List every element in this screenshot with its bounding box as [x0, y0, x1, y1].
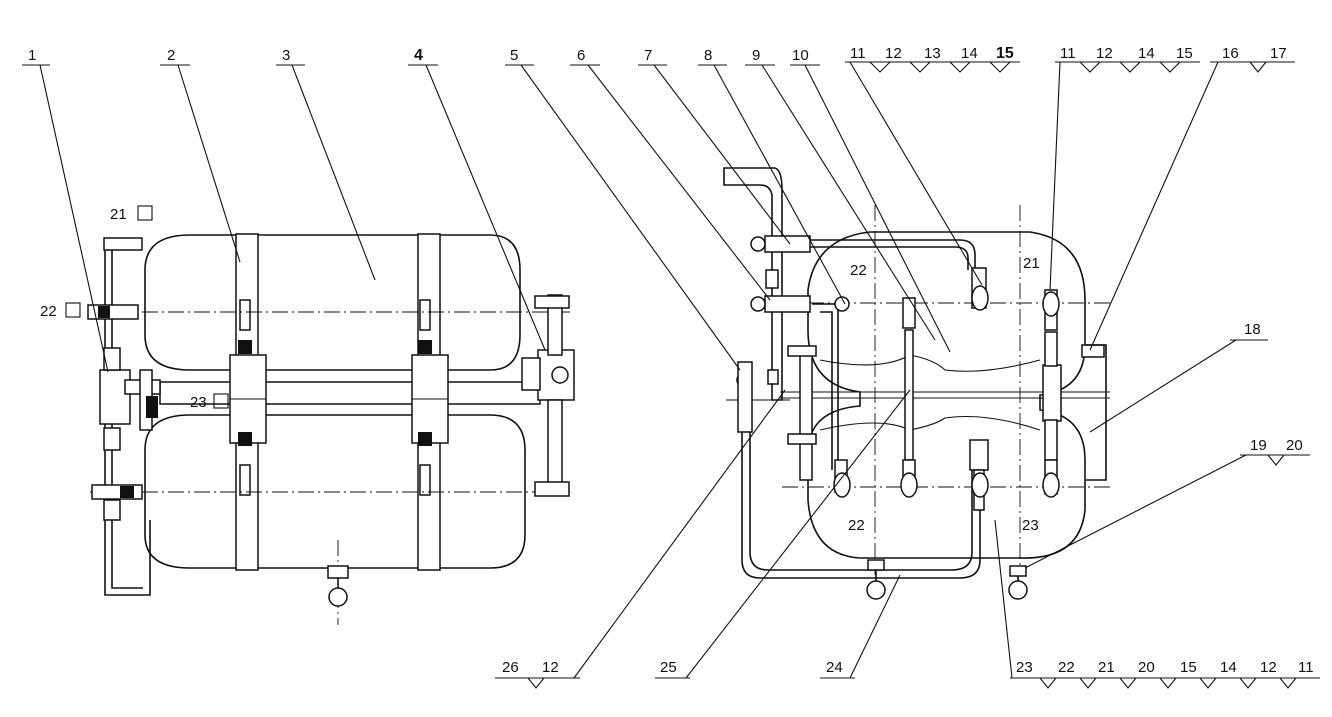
callout-26: 26	[502, 659, 519, 676]
right-label-22-bottom: 22	[848, 517, 865, 534]
callout-5: 5	[510, 47, 518, 64]
callout-4: 4	[414, 47, 423, 64]
callout-b-11: 11	[1060, 45, 1076, 62]
callout-e-15: 15	[1180, 659, 1197, 676]
callout-1: 1	[28, 47, 36, 64]
right-label-23: 23	[1022, 517, 1039, 534]
callout-20: 20	[1286, 437, 1303, 454]
valve-handwheel-icon	[750, 236, 766, 252]
callout-19: 19	[1250, 437, 1267, 454]
gauge-icon	[328, 587, 348, 607]
callout-e-11: 11	[1298, 659, 1314, 676]
callout-6: 6	[577, 47, 585, 64]
callout-9: 9	[752, 47, 760, 64]
callout-e-14: 14	[1220, 659, 1237, 676]
left-label-23: 23	[190, 394, 207, 411]
right-label-22-top: 22	[850, 262, 867, 279]
callout-18: 18	[1244, 321, 1261, 338]
callout-e-12: 12	[1260, 659, 1277, 676]
callout-17: 17	[1270, 45, 1287, 62]
callout-b-14: 14	[1138, 45, 1155, 62]
callout-a-14: 14	[961, 45, 978, 62]
left-label-21: 21	[110, 206, 127, 223]
left-tee-valve	[99, 369, 131, 425]
callout-8: 8	[704, 47, 712, 64]
callout-3: 3	[282, 47, 290, 64]
callout-a-12: 12	[885, 45, 902, 62]
callout-2: 2	[167, 47, 175, 64]
left-view	[65, 205, 575, 625]
leader-lines	[22, 61, 1320, 689]
right-coupling	[1042, 364, 1062, 422]
right-view	[723, 167, 1110, 600]
center-manifold	[159, 381, 541, 405]
callout-16: 16	[1222, 45, 1239, 62]
callout-numbers: 1 2 3 4 5 6 7 8 9 10 11 12 13 14 15 11 1…	[28, 45, 1314, 676]
callout-a-15: 15	[996, 45, 1014, 62]
strap-bolt	[239, 299, 251, 331]
callout-7: 7	[644, 47, 652, 64]
callout-e-22: 22	[1058, 659, 1075, 676]
callout-10: 10	[792, 47, 809, 64]
left-label-22: 22	[40, 303, 57, 320]
callout-24: 24	[826, 659, 843, 676]
callout-a-13: 13	[924, 45, 941, 62]
callout-e-23: 23	[1016, 659, 1033, 676]
lower-cylinder	[144, 414, 526, 569]
callout-b-12: 12	[1096, 45, 1113, 62]
upper-cylinder	[144, 234, 521, 371]
callout-25: 25	[660, 659, 677, 676]
callout-e-21: 21	[1098, 659, 1115, 676]
callout-d-12: 12	[542, 659, 559, 676]
callout-b-15: 15	[1176, 45, 1193, 62]
right-label-21: 21	[1023, 255, 1040, 272]
callout-e-20: 20	[1138, 659, 1155, 676]
callout-a-11: 11	[850, 45, 866, 62]
